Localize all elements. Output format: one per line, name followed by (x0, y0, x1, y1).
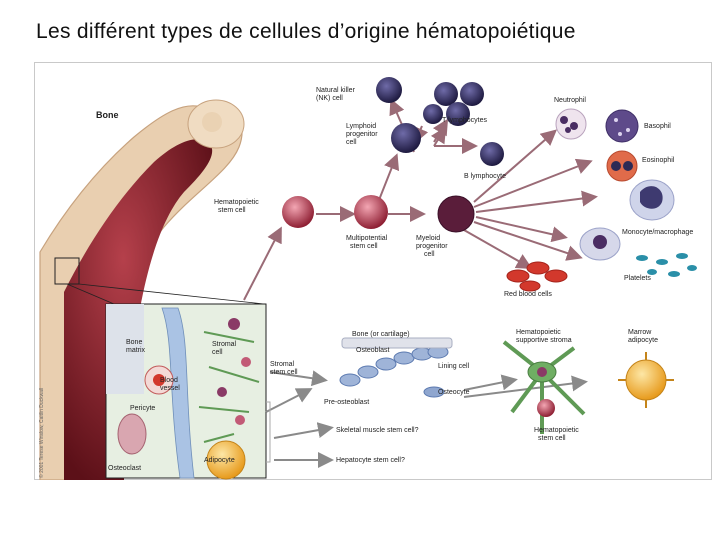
label-rbc: Red blood cells (504, 291, 552, 298)
label-bone-cartilage: Bone (or cartilage) (352, 331, 410, 338)
platelets (636, 253, 697, 277)
marrow-inset (105, 303, 267, 480)
label-platelets: Platelets (624, 275, 651, 282)
marrow-adipocyte-cell (618, 352, 674, 408)
label-blood-vessel-2: vessel (160, 385, 180, 392)
label-hsc2-2: stem cell (538, 435, 566, 442)
label-multipotential-2: stem cell (350, 243, 378, 250)
label-b-lymphocyte: B lymphocyte (464, 173, 506, 180)
eosinophil-cell (606, 150, 638, 182)
label-myeloid-3: cell (424, 251, 435, 258)
label-lymphoid-1: Lymphoid (346, 123, 376, 130)
b-lymphocyte (480, 142, 504, 166)
label-osteoblast: Osteoblast (356, 347, 390, 354)
differentiation-arrows (243, 98, 598, 301)
supportive-stroma-cell (502, 340, 586, 434)
label-stromal-stem-1: Stromal (270, 361, 295, 368)
label-multipotential-1: Multipotential (346, 235, 388, 242)
label-lining-cell: Lining cell (438, 363, 470, 370)
label-basophil: Basophil (644, 123, 671, 130)
label-stromal-stem-2: stem cell (270, 369, 298, 376)
label-stroma-2: supportive stroma (516, 337, 572, 344)
label-nk-2: (NK) cell (316, 95, 343, 102)
label-hsc2-1: Hematopoietic (534, 427, 579, 434)
label-osteocyte: Osteocyte (438, 389, 470, 396)
label-hepatocyte: Hepatocyte stem cell? (336, 457, 405, 464)
neutrophil-cell (555, 108, 587, 140)
multipotential-cell (354, 195, 388, 229)
stromal-arrows (265, 370, 588, 468)
label-pericyte: Pericyte (130, 405, 155, 412)
monocyte-macrophage-cells (579, 179, 675, 261)
label-marrow-adipocyte-2: adipocyte (628, 337, 658, 344)
nk-cell (376, 77, 402, 103)
label-stromal-cell-1: Stromal (212, 341, 237, 348)
label-lymphoid-2: progenitor (346, 131, 378, 138)
label-stroma-1: Hematopoietic (516, 329, 561, 336)
label-pre-osteoblast: Pre-osteoblast (324, 399, 369, 406)
label-skeletal-muscle: Skeletal muscle stem cell? (336, 427, 419, 434)
hsc-cell-2 (537, 399, 555, 417)
myeloid-progenitor-cell (437, 195, 475, 233)
red-blood-cells (506, 261, 568, 292)
label-neutrophil: Neutrophil (554, 97, 586, 104)
bracket (266, 401, 271, 463)
basophil-cell (605, 109, 639, 143)
label-stromal-cell-2: cell (212, 349, 223, 356)
hematopoiesis-figure: Bone Bone matrix Stromal cell Blood vess… (34, 62, 712, 480)
label-t-lymphocytes: T lymphocytes (442, 117, 487, 124)
label-bone-matrix-1: Bone (126, 339, 142, 346)
osteoblast-chain (339, 337, 453, 387)
label-adipocyte: Adipocyte (204, 457, 235, 464)
label-bone-matrix-2: matrix (126, 347, 146, 354)
label-osteoclast: Osteoclast (108, 465, 141, 472)
osteocyte-cell (423, 386, 445, 398)
label-monocyte: Monocyte/macrophage (622, 229, 693, 236)
label-bone: Bone (96, 110, 119, 120)
label-blood-vessel-1: Blood (160, 377, 178, 384)
label-lymphoid-3: cell (346, 139, 357, 146)
t-lymphocytes (423, 82, 484, 126)
slide-title: Les différent types de cellules d’origin… (36, 20, 576, 43)
figure-credit: © 2001 Terese Winslow, Caitlin Duckwall (38, 388, 45, 478)
hsc-cell (282, 196, 314, 228)
label-hsc-2: stem cell (218, 207, 246, 214)
label-hsc-1: Hematopoietic (214, 199, 259, 206)
label-myeloid-2: progenitor (416, 243, 448, 250)
label-eosinophil: Eosinophil (642, 157, 675, 164)
label-nk-1: Natural killer (316, 87, 356, 94)
lymphoid-progenitor-cell (391, 123, 421, 153)
label-marrow-adipocyte-1: Marrow (628, 329, 652, 336)
label-myeloid-1: Myeloid (416, 235, 440, 242)
